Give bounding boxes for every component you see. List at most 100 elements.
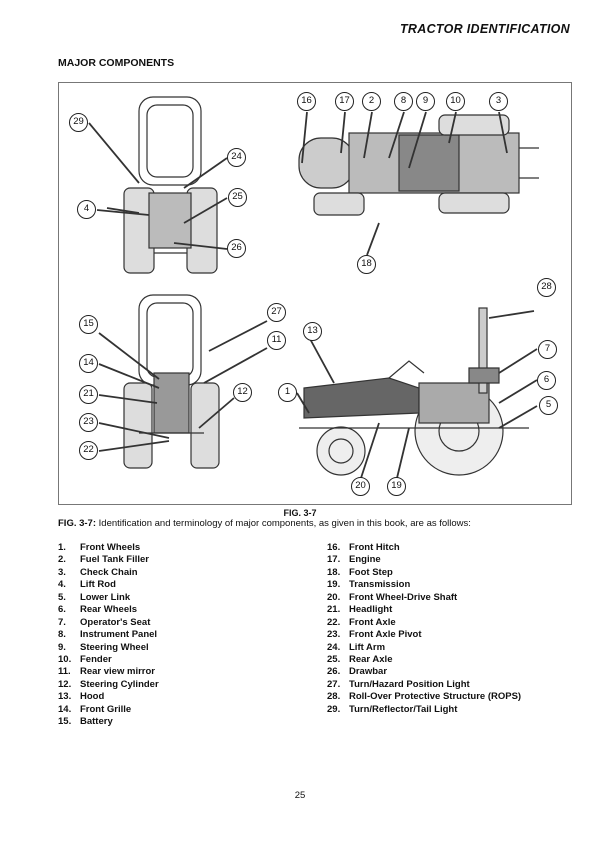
callout-2: 2 xyxy=(362,92,381,111)
component-label: Foot Step xyxy=(349,566,393,578)
component-label: Front Wheel-Drive Shaft xyxy=(349,591,458,603)
component-number: 17. xyxy=(327,554,341,566)
component-number: 29. xyxy=(327,703,341,715)
component-list-item: 19.Transmission xyxy=(327,579,521,591)
figure-major-components: 29 24 4 25 26 16 17 2 8 9 10 3 18 15 27 … xyxy=(58,82,572,505)
component-label: Engine xyxy=(349,554,381,566)
component-list-item: 6.Rear Wheels xyxy=(58,604,159,616)
callout-29: 29 xyxy=(69,113,88,132)
component-list-item: 23. Front Axle Pivot xyxy=(327,629,521,641)
tractor-front-view-drawing xyxy=(98,294,268,469)
component-list-item: 5. Lower Link xyxy=(58,592,159,604)
component-label: Operator's Seat xyxy=(80,616,151,628)
component-number: 9. xyxy=(58,641,66,653)
component-label: Instrument Panel xyxy=(80,629,158,641)
callout-22: 22 xyxy=(79,441,98,460)
component-number: 15. xyxy=(58,716,72,728)
component-list-item: 4. Lift Rod xyxy=(58,579,159,591)
component-number: 21. xyxy=(327,604,341,616)
callout-20: 20 xyxy=(351,477,370,496)
component-label: Battery xyxy=(80,716,113,728)
component-list-item: 3.Check Chain xyxy=(58,567,159,579)
component-label: Front Axle xyxy=(349,616,396,628)
component-number: 5. xyxy=(58,591,66,603)
component-number: 27. xyxy=(327,678,341,690)
figure-caption: FIG. 3-7: Identification and terminology… xyxy=(58,518,471,529)
component-label: Roll-Over Protective Structure (ROPS) xyxy=(349,691,522,703)
component-list-item: 8. Instrument Panel xyxy=(58,629,159,641)
component-label: Front Axle Pivot xyxy=(349,629,422,641)
component-number: 13. xyxy=(58,691,72,703)
component-list-item: 20. Front Wheel-Drive Shaft xyxy=(327,592,521,604)
running-header: TRACTOR IDENTIFICATION xyxy=(399,22,570,36)
component-number: 28. xyxy=(327,691,341,703)
component-number: 25. xyxy=(327,653,341,665)
callout-7: 7 xyxy=(538,340,557,359)
component-list-item: 2. Fuel Tank Filler xyxy=(58,554,159,566)
callout-16: 16 xyxy=(297,92,316,111)
callout-27: 27 xyxy=(267,303,286,322)
component-number: 10. xyxy=(58,653,72,665)
component-number: 1. xyxy=(58,542,66,553)
component-list-item: 29. Turn/Reflector/Tail Light xyxy=(327,704,521,716)
tractor-top-view-drawing xyxy=(298,111,539,256)
component-list-item: 1. Front Wheels xyxy=(58,542,159,554)
component-number: 2. xyxy=(58,554,66,566)
tractor-side-view-drawing xyxy=(296,307,538,479)
callout-10: 10 xyxy=(446,92,465,111)
component-label: Turn/Reflector/Tail Light xyxy=(349,703,458,715)
callout-19: 19 xyxy=(387,477,406,496)
component-list-item: 9. Steering Wheel xyxy=(58,642,159,654)
callout-26: 26 xyxy=(227,239,246,258)
callout-15: 15 xyxy=(79,315,98,334)
component-label: Front Grille xyxy=(80,703,132,715)
callout-25: 25 xyxy=(228,188,247,207)
component-list-item: 25.Rear Axle xyxy=(327,654,521,666)
component-number: 11. xyxy=(58,666,71,678)
component-number: 18. xyxy=(327,566,341,578)
callout-1: 1 xyxy=(278,383,297,402)
component-label: Steering Cylinder xyxy=(80,678,159,690)
component-label: Fuel Tank Filler xyxy=(80,554,149,566)
callout-8: 8 xyxy=(394,92,413,111)
component-list-item: 24.Lift Arm xyxy=(327,642,521,654)
component-list-item: 16. Front Hitch xyxy=(327,542,521,554)
component-list-item: 17. Engine xyxy=(327,554,521,566)
component-label: Lower Link xyxy=(80,591,131,603)
component-list-item: 15. Battery xyxy=(58,716,159,728)
component-number: 20. xyxy=(327,591,341,603)
component-number: 23. xyxy=(327,629,341,641)
callout-12: 12 xyxy=(233,383,252,402)
component-label: Front Hitch xyxy=(349,542,400,553)
callout-11: 11 xyxy=(267,331,286,350)
caption-ref: FIG. 3-7: xyxy=(58,518,97,529)
tractor-rear-view-drawing xyxy=(88,96,228,274)
component-label: Steering Wheel xyxy=(80,641,149,653)
component-label: Lift Rod xyxy=(80,579,116,591)
component-number: 8. xyxy=(58,629,66,641)
component-number: 16. xyxy=(327,542,341,553)
callout-9: 9 xyxy=(416,92,435,111)
component-label: Front Wheels xyxy=(80,542,141,553)
callout-6: 6 xyxy=(537,371,556,390)
component-number: 12. xyxy=(58,678,72,690)
component-label: Lift Arm xyxy=(349,641,386,653)
component-list-item: 18. Foot Step xyxy=(327,567,521,579)
callout-28: 28 xyxy=(537,278,556,297)
component-list-item: 11. Rear view mirror xyxy=(58,666,159,678)
component-number: 26. xyxy=(327,666,341,678)
component-label: Rear view mirror xyxy=(80,666,155,678)
component-list-item: 26.Drawbar xyxy=(327,666,521,678)
component-number: 4. xyxy=(58,579,66,591)
component-label: Hood xyxy=(80,691,105,703)
callout-18: 18 xyxy=(357,255,376,274)
component-list-item: 10.Fender xyxy=(58,654,159,666)
component-list-item: 13. Hood xyxy=(58,691,159,703)
page-number: 25 xyxy=(294,790,306,801)
callout-23: 23 xyxy=(79,413,98,432)
component-number: 14. xyxy=(58,703,72,715)
tractor-drawings xyxy=(88,96,539,479)
component-number: 19. xyxy=(327,579,341,591)
